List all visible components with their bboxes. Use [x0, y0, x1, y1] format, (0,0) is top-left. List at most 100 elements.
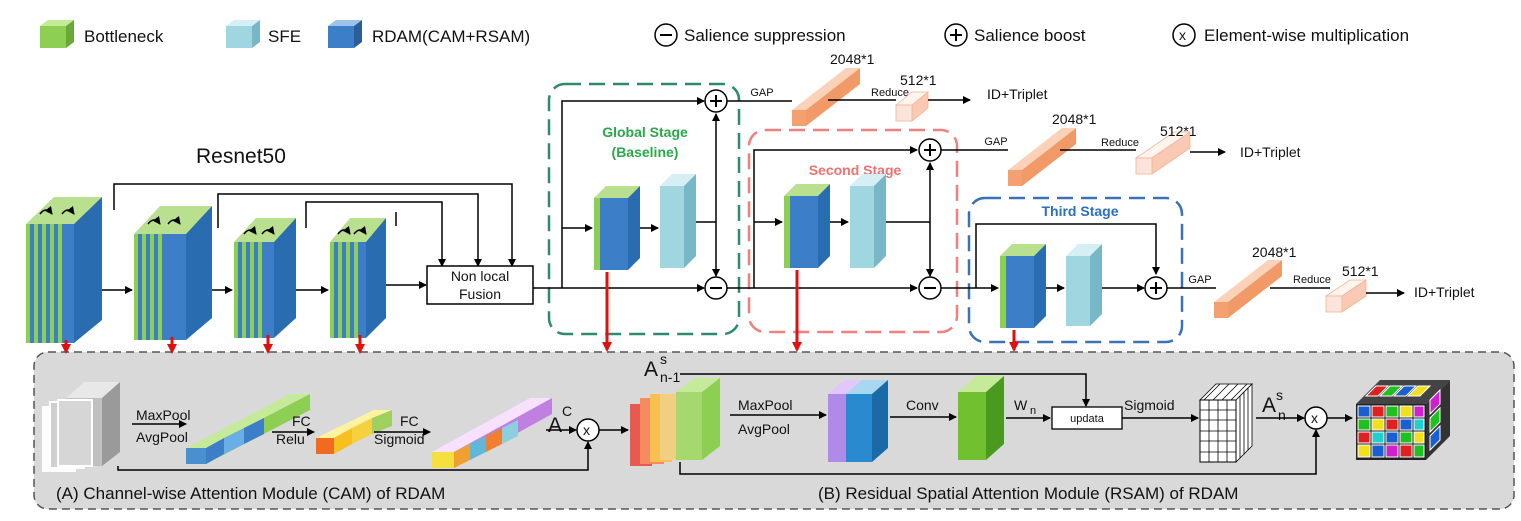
- legend-boost-label: Salience boost: [974, 26, 1086, 45]
- legend-rdam-label: RDAM(CAM+RSAM): [372, 27, 530, 46]
- minus-symbol-icon: [654, 23, 678, 47]
- rsam-out-subscript: n: [1278, 407, 1286, 423]
- second-plus-icon: [918, 138, 942, 162]
- second-loss-label: ID+Triplet: [1240, 144, 1301, 160]
- second-stage-label: Second Stage: [809, 162, 902, 178]
- times-symbol-text: x: [1179, 27, 1186, 43]
- third-stage-sfe-block: [1066, 244, 1102, 326]
- cam-multiply-text: x: [583, 422, 590, 438]
- backbone-connectors: [102, 183, 516, 294]
- non-local-fusion-box: Non local Fusion: [426, 265, 534, 305]
- rsam-multiply-icon: x: [1304, 406, 1328, 430]
- cam-maxpool-label: MaxPool: [136, 407, 190, 423]
- cam-attention-superscript: C: [562, 403, 572, 419]
- plus-symbol-icon: [944, 23, 968, 47]
- fusion-label-line1: Non local: [451, 268, 509, 284]
- cam-hidden-vector: [316, 410, 392, 454]
- legend-sfe-label: SFE: [268, 27, 301, 46]
- cam-fc2-label: FC: [400, 413, 419, 429]
- rsam-caption: (B) Residual Spatial Attention Module (R…: [818, 484, 1238, 503]
- resnet50-title: Resnet50: [196, 145, 286, 168]
- global-stage-sfe-block: [660, 174, 696, 268]
- third-stage-box: [967, 196, 1184, 344]
- third-gap-label: GAP: [1188, 274, 1211, 286]
- second-reduce-label: Reduce: [1101, 137, 1139, 149]
- third-reduce-label: Reduce: [1293, 274, 1331, 286]
- resnet-block-2: [134, 206, 212, 340]
- rsam-spatial-grid: [1199, 383, 1253, 463]
- cam-avgpool-label: AvgPool: [136, 429, 188, 445]
- rsam-prev-subscript: n-1: [660, 369, 680, 385]
- sfe-legend-icon: [226, 20, 260, 48]
- global-stage-rdam-block: [594, 186, 640, 270]
- global-gap-label: GAP: [750, 87, 773, 99]
- global-stage-label-line2: (Baseline): [612, 144, 679, 160]
- rsam-pooled-maps: [828, 380, 888, 462]
- resnet-block-3: [234, 218, 296, 338]
- global-stage-label-line1: Global Stage: [602, 124, 688, 140]
- third-stage-connectors: [941, 223, 1160, 292]
- global-minus-icon: [704, 276, 728, 300]
- cam-attention-symbol: A: [548, 414, 562, 437]
- legend-multiplication-label: Element-wise multiplication: [1204, 26, 1409, 45]
- backbone-detail-arrows: [61, 335, 365, 354]
- third-loss-label: ID+Triplet: [1414, 284, 1475, 300]
- global-plus-icon: [704, 89, 728, 113]
- rsam-prev-superscript: s: [660, 351, 667, 367]
- rsam-input-stack: [630, 378, 720, 466]
- cam-skip-arrow: [117, 441, 592, 471]
- rsam-prev-symbol: A: [644, 358, 658, 381]
- third-stage-label: Third Stage: [1041, 203, 1118, 219]
- second-gap-label: GAP: [984, 136, 1007, 148]
- cam-relu-label: Relu: [276, 431, 305, 447]
- cam-input-stack: [42, 382, 120, 472]
- cam-fc1-label: FC: [292, 413, 311, 429]
- second-stage-rdam-block: [784, 184, 830, 268]
- third-head: GAP 2048*1 Reduce 512*1 ID+Triplet: [1167, 244, 1475, 318]
- second-head: GAP 2048*1 Reduce 512*1 ID+Triplet: [941, 111, 1301, 186]
- global-dim-out: 512*1: [900, 72, 937, 88]
- rsam-update-label: updata: [1070, 413, 1105, 425]
- global-dim-in: 2048*1: [830, 51, 875, 67]
- global-stage-connectors: [533, 97, 720, 292]
- cam-caption: (A) Channel-wise Attention Module (CAM) …: [56, 484, 445, 503]
- legend: Bottleneck SFE RDAM(CAM+RSAM) Salience s…: [40, 20, 1409, 48]
- cam-multiply-icon: x: [576, 418, 600, 442]
- global-head: GAP 2048*1 Reduce 512*1 ID+Triplet: [727, 51, 1048, 126]
- rsam-w-subscript: n: [1030, 405, 1036, 417]
- rsam-conv-label: Conv: [906, 397, 939, 413]
- legend-suppression-label: Salience suppression: [684, 26, 846, 45]
- rsam-w-symbol: W: [1014, 397, 1028, 413]
- resnet-block-1: [26, 197, 102, 343]
- second-dim-in: 2048*1: [1052, 111, 1097, 127]
- second-stage-sfe-block: [850, 174, 886, 268]
- third-stage-rdam-block: [1000, 244, 1046, 328]
- rsam-update-box: updata: [1051, 406, 1123, 430]
- fusion-label-line2: Fusion: [459, 286, 501, 302]
- bottleneck-legend-icon: [40, 20, 74, 48]
- cam-sigmoid-label: Sigmoid: [374, 431, 425, 447]
- second-minus-icon: [918, 276, 942, 300]
- second-stage-box: [747, 128, 959, 334]
- legend-bottleneck-label: Bottleneck: [84, 27, 164, 46]
- rdam-legend-icon: [328, 20, 362, 48]
- cam-attention-vector: [432, 398, 552, 468]
- resnet-block-4: [330, 218, 386, 338]
- rsam-skip-arrow: [679, 429, 1320, 475]
- third-dim-in: 2048*1: [1252, 244, 1297, 260]
- rsam-maxpool-label: MaxPool: [738, 397, 792, 413]
- rsam-avgpool-label: AvgPool: [738, 421, 790, 437]
- rsam-prev-arrow: [680, 373, 1090, 407]
- global-loss-label: ID+Triplet: [987, 86, 1048, 102]
- rsam-out-superscript: s: [1276, 387, 1283, 403]
- rsam-sigmoid-label: Sigmoid: [1124, 397, 1175, 413]
- global-stage-box: [547, 82, 741, 336]
- second-dim-out: 512*1: [1160, 123, 1197, 139]
- global-reduce-label: Reduce: [871, 87, 909, 99]
- times-symbol-icon: x: [1172, 23, 1196, 47]
- rsam-out-symbol: A: [1262, 394, 1276, 417]
- cam-pooled-vector: [186, 394, 310, 464]
- rsam-multiply-text: x: [1311, 410, 1318, 426]
- third-plus-icon: [1144, 276, 1168, 300]
